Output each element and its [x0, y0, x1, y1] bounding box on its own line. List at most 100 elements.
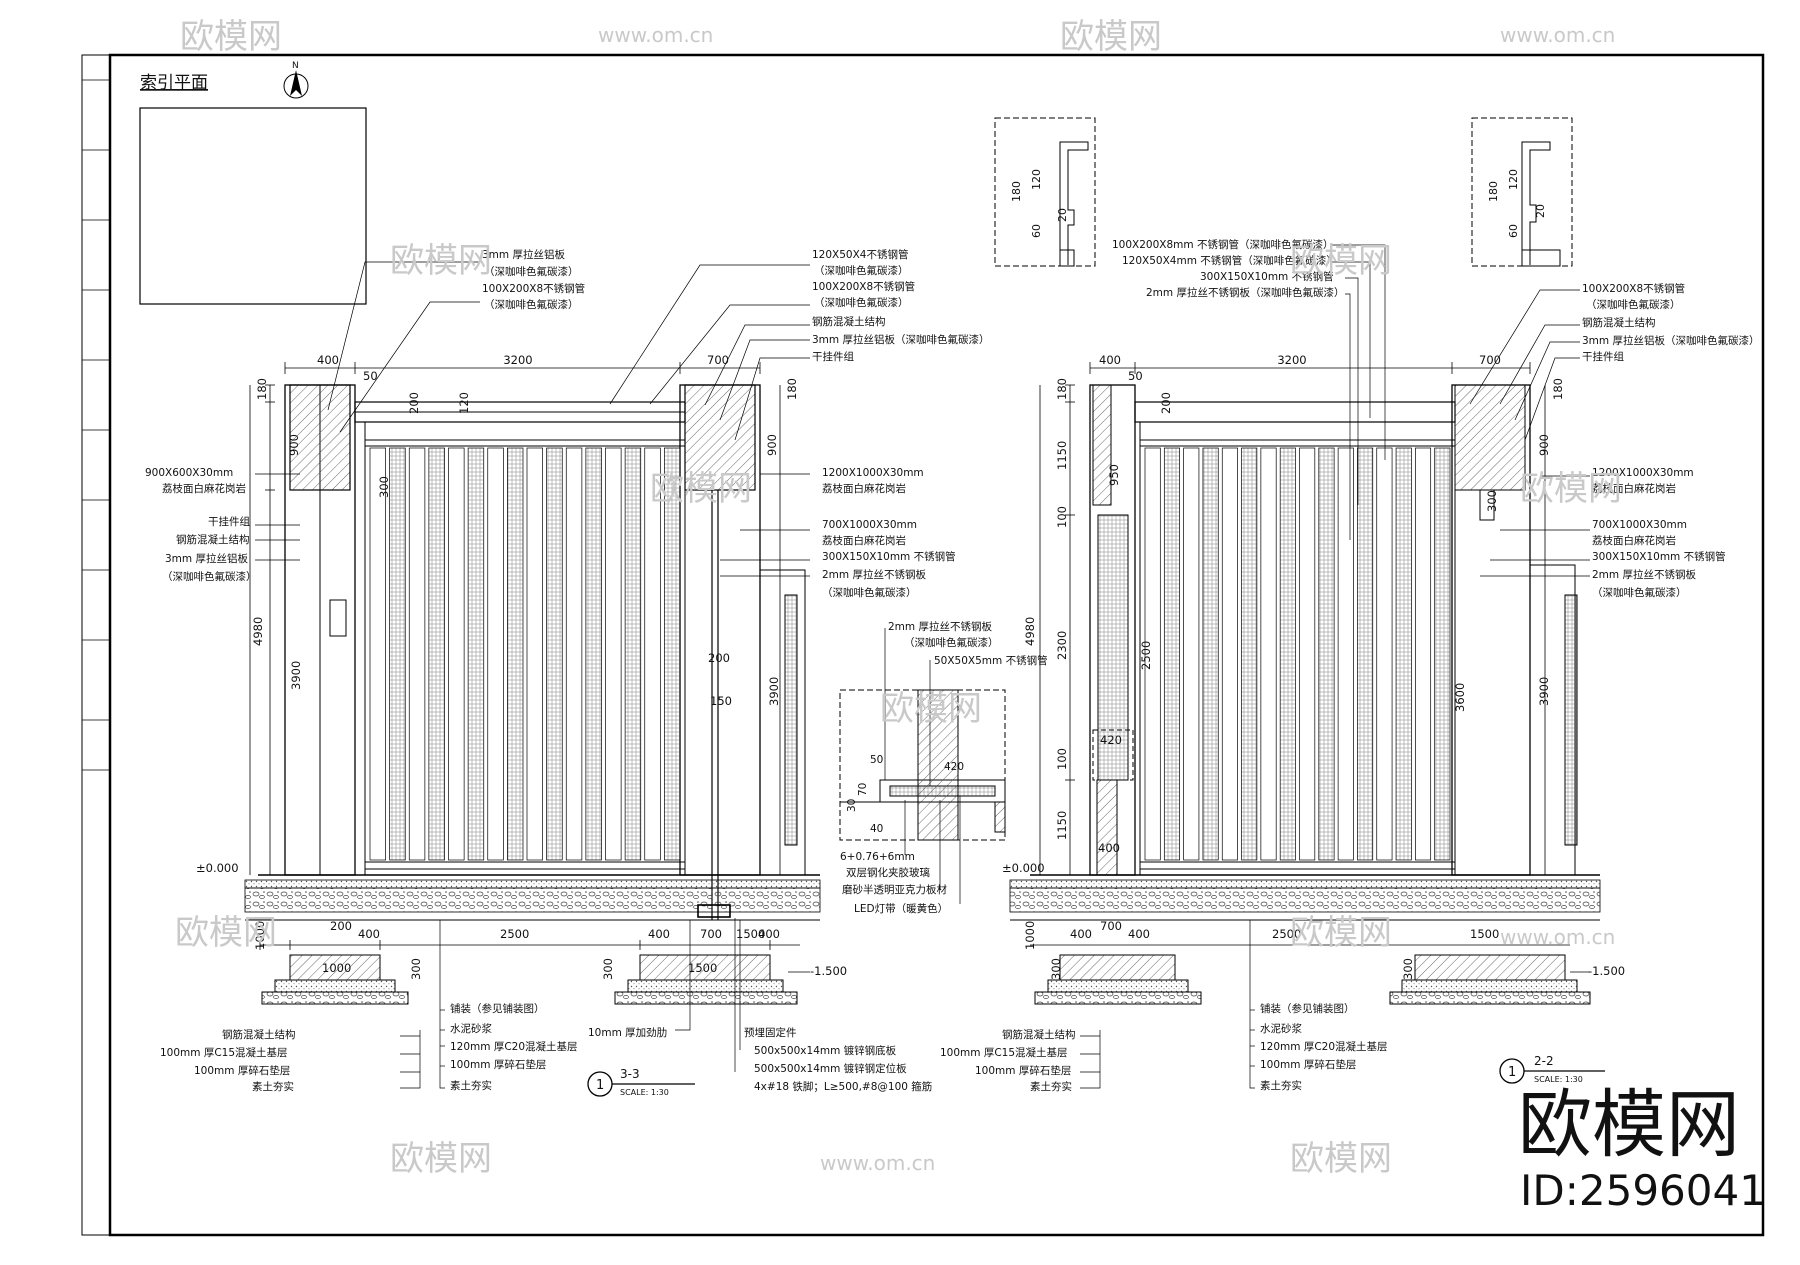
- svg-text:300X150X10mm 不锈钢管: 300X150X10mm 不锈钢管: [822, 550, 956, 563]
- svg-text:1000: 1000: [322, 961, 351, 975]
- svg-text:www.om.cn: www.om.cn: [1500, 925, 1615, 949]
- watermark-brand-large: 欧模网: [1518, 1082, 1740, 1168]
- svg-text:（深咖啡色氟碳漆）: （深咖啡色氟碳漆）: [822, 586, 917, 599]
- svg-text:900: 900: [765, 434, 779, 456]
- svg-text:50: 50: [1128, 369, 1143, 383]
- svg-text:400: 400: [758, 927, 780, 941]
- svg-text:www.om.cn: www.om.cn: [1500, 23, 1615, 47]
- svg-text:50X50X5mm 不锈钢管: 50X50X5mm 不锈钢管: [934, 654, 1048, 667]
- index-plan-title: 索引平面: [140, 73, 208, 93]
- svg-text:100: 100: [1055, 506, 1069, 528]
- svg-text:2500: 2500: [1272, 927, 1301, 941]
- glass-detail: [839, 689, 1006, 841]
- svg-text:1000: 1000: [1023, 921, 1037, 950]
- section-name: 3-3: [620, 1067, 640, 1081]
- svg-text:钢筋混凝土结构: 钢筋混凝土结构: [176, 533, 250, 546]
- right-annotations: 100X200X8mm 不锈钢管（深咖啡色氟碳漆） 120X50X4mm 不锈钢…: [940, 238, 1759, 1093]
- svg-text:LED灯带（暖黄色）: LED灯带（暖黄色）: [854, 902, 948, 915]
- svg-text:300X150X10mm 不锈钢管: 300X150X10mm 不锈钢管: [1592, 550, 1726, 563]
- svg-text:100mm 厚C15混凝土基层: 100mm 厚C15混凝土基层: [940, 1046, 1068, 1059]
- svg-text:700: 700: [1479, 353, 1501, 367]
- svg-text:www.om.cn: www.om.cn: [820, 1151, 935, 1175]
- svg-text:400: 400: [317, 353, 339, 367]
- index-plan: 索引平面 N: [139, 61, 367, 305]
- svg-text:300X150X10mm 不锈钢管: 300X150X10mm 不锈钢管: [1200, 270, 1334, 283]
- svg-text:荔枝面白麻花岗岩: 荔枝面白麻花岗岩: [822, 534, 906, 547]
- svg-text:（深咖啡色氟碳漆）: （深咖啡色氟碳漆）: [162, 570, 257, 583]
- svg-text:磨砂半透明亚克力板材: 磨砂半透明亚克力板材: [842, 883, 947, 896]
- svg-text:（深咖啡色氟碳漆）: （深咖啡色氟碳漆）: [484, 298, 579, 311]
- watermark-logo: 欧模网 ID:2596041: [1518, 1082, 1766, 1215]
- section-tag-3-3: 1 3-3 SCALE: 1:30: [587, 1067, 695, 1097]
- svg-text:1200X1000X30mm: 1200X1000X30mm: [1592, 467, 1694, 479]
- svg-text:1500: 1500: [736, 927, 765, 941]
- svg-text:3mm 厚拉丝铝板: 3mm 厚拉丝铝板: [482, 248, 565, 261]
- svg-text:3200: 3200: [503, 353, 532, 367]
- svg-text:www.om.cn: www.om.cn: [598, 23, 713, 47]
- section-name: 2-2: [1534, 1054, 1554, 1068]
- right-leaders: [1080, 244, 1590, 1089]
- svg-text:欧模网: 欧模网: [180, 17, 282, 57]
- svg-text:420: 420: [1100, 733, 1122, 747]
- svg-text:400: 400: [1099, 353, 1121, 367]
- svg-text:700: 700: [1100, 919, 1122, 933]
- svg-text:120X50X4不锈钢管: 120X50X4不锈钢管: [812, 248, 908, 261]
- svg-text:±0.000: ±0.000: [196, 861, 239, 875]
- svg-text:3900: 3900: [289, 661, 303, 690]
- svg-text:干挂件组: 干挂件组: [208, 515, 250, 528]
- svg-text:120: 120: [1030, 169, 1043, 190]
- svg-text:3900: 3900: [767, 677, 781, 706]
- svg-text:10mm 厚加劲肋: 10mm 厚加劲肋: [588, 1026, 667, 1039]
- svg-text:欧模网: 欧模网: [1290, 241, 1392, 281]
- svg-text:200: 200: [708, 651, 730, 665]
- svg-text:3600: 3600: [1453, 683, 1467, 712]
- svg-text:（深咖啡色氟碳漆）: （深咖啡色氟碳漆）: [1586, 298, 1681, 311]
- svg-text:1200X1000X30mm: 1200X1000X30mm: [822, 467, 924, 479]
- svg-text:素土夯实: 素土夯实: [1260, 1079, 1302, 1092]
- svg-text:钢筋混凝土结构: 钢筋混凝土结构: [222, 1028, 296, 1041]
- svg-text:100X200X8不锈钢管: 100X200X8不锈钢管: [482, 282, 585, 295]
- svg-text:干挂件组: 干挂件组: [812, 350, 854, 363]
- section-number: 1: [1508, 1065, 1516, 1080]
- svg-text:100mm 厚C15混凝土基层: 100mm 厚C15混凝土基层: [160, 1046, 288, 1059]
- cap-detail-left: [994, 117, 1096, 267]
- svg-text:150: 150: [710, 694, 732, 708]
- svg-text:300: 300: [1485, 490, 1499, 512]
- svg-text:100X200X8不锈钢管: 100X200X8不锈钢管: [1582, 282, 1685, 295]
- svg-text:荔枝面白麻花岗岩: 荔枝面白麻花岗岩: [162, 482, 246, 495]
- title-strip-cells: [82, 79, 110, 771]
- left-dim-lines: [249, 362, 810, 973]
- svg-text:荔枝面白麻花岗岩: 荔枝面白麻花岗岩: [1592, 482, 1676, 495]
- svg-text:素土夯实: 素土夯实: [450, 1079, 492, 1092]
- svg-text:双层钢化夹胶玻璃: 双层钢化夹胶玻璃: [846, 866, 930, 879]
- svg-text:120: 120: [1507, 169, 1520, 190]
- svg-text:400: 400: [358, 927, 380, 941]
- svg-text:-1.500: -1.500: [1588, 964, 1625, 978]
- svg-text:20: 20: [1534, 204, 1547, 218]
- svg-text:180: 180: [785, 378, 799, 400]
- svg-text:欧模网: 欧模网: [175, 913, 277, 953]
- svg-text:铺装（参见铺装图）: 铺装（参见铺装图）: [450, 1002, 545, 1015]
- cap-detail-right: [1471, 117, 1573, 267]
- svg-text:（深咖啡色氟碳漆）: （深咖啡色氟碳漆）: [484, 265, 579, 278]
- svg-text:3mm 厚拉丝铝板: 3mm 厚拉丝铝板: [165, 552, 248, 565]
- left-leaders: [255, 261, 810, 1089]
- svg-text:40: 40: [870, 823, 883, 835]
- index-plan-box: [139, 107, 367, 305]
- svg-text:180: 180: [1010, 181, 1023, 202]
- svg-text:（深咖啡色氟碳漆）: （深咖啡色氟碳漆）: [814, 264, 909, 277]
- svg-text:100X200X8mm 不锈钢管（深咖啡色氟碳漆）: 100X200X8mm 不锈钢管（深咖啡色氟碳漆）: [1112, 238, 1333, 251]
- svg-text:100: 100: [1055, 748, 1069, 770]
- svg-text:钢筋混凝土结构: 钢筋混凝土结构: [1582, 316, 1656, 329]
- svg-text:4980: 4980: [251, 617, 265, 646]
- glass-detail-text: 2mm 厚拉丝不锈钢板 （深咖啡色氟碳漆） 50X50X5mm 不锈钢管 6+0…: [840, 620, 1048, 915]
- section-2-2: [1009, 384, 1601, 1005]
- svg-text:钢筋混凝土结构: 钢筋混凝土结构: [812, 315, 886, 328]
- svg-text:100mm 厚碎石垫层: 100mm 厚碎石垫层: [450, 1058, 546, 1071]
- section-scale: SCALE: 1:30: [620, 1088, 669, 1097]
- svg-text:1500: 1500: [1470, 927, 1499, 941]
- cap-detail-right-dims: 180 120 60 20: [1487, 169, 1547, 238]
- svg-text:1150: 1150: [1055, 441, 1069, 470]
- svg-text:70: 70: [857, 783, 869, 796]
- svg-text:20: 20: [1056, 208, 1069, 222]
